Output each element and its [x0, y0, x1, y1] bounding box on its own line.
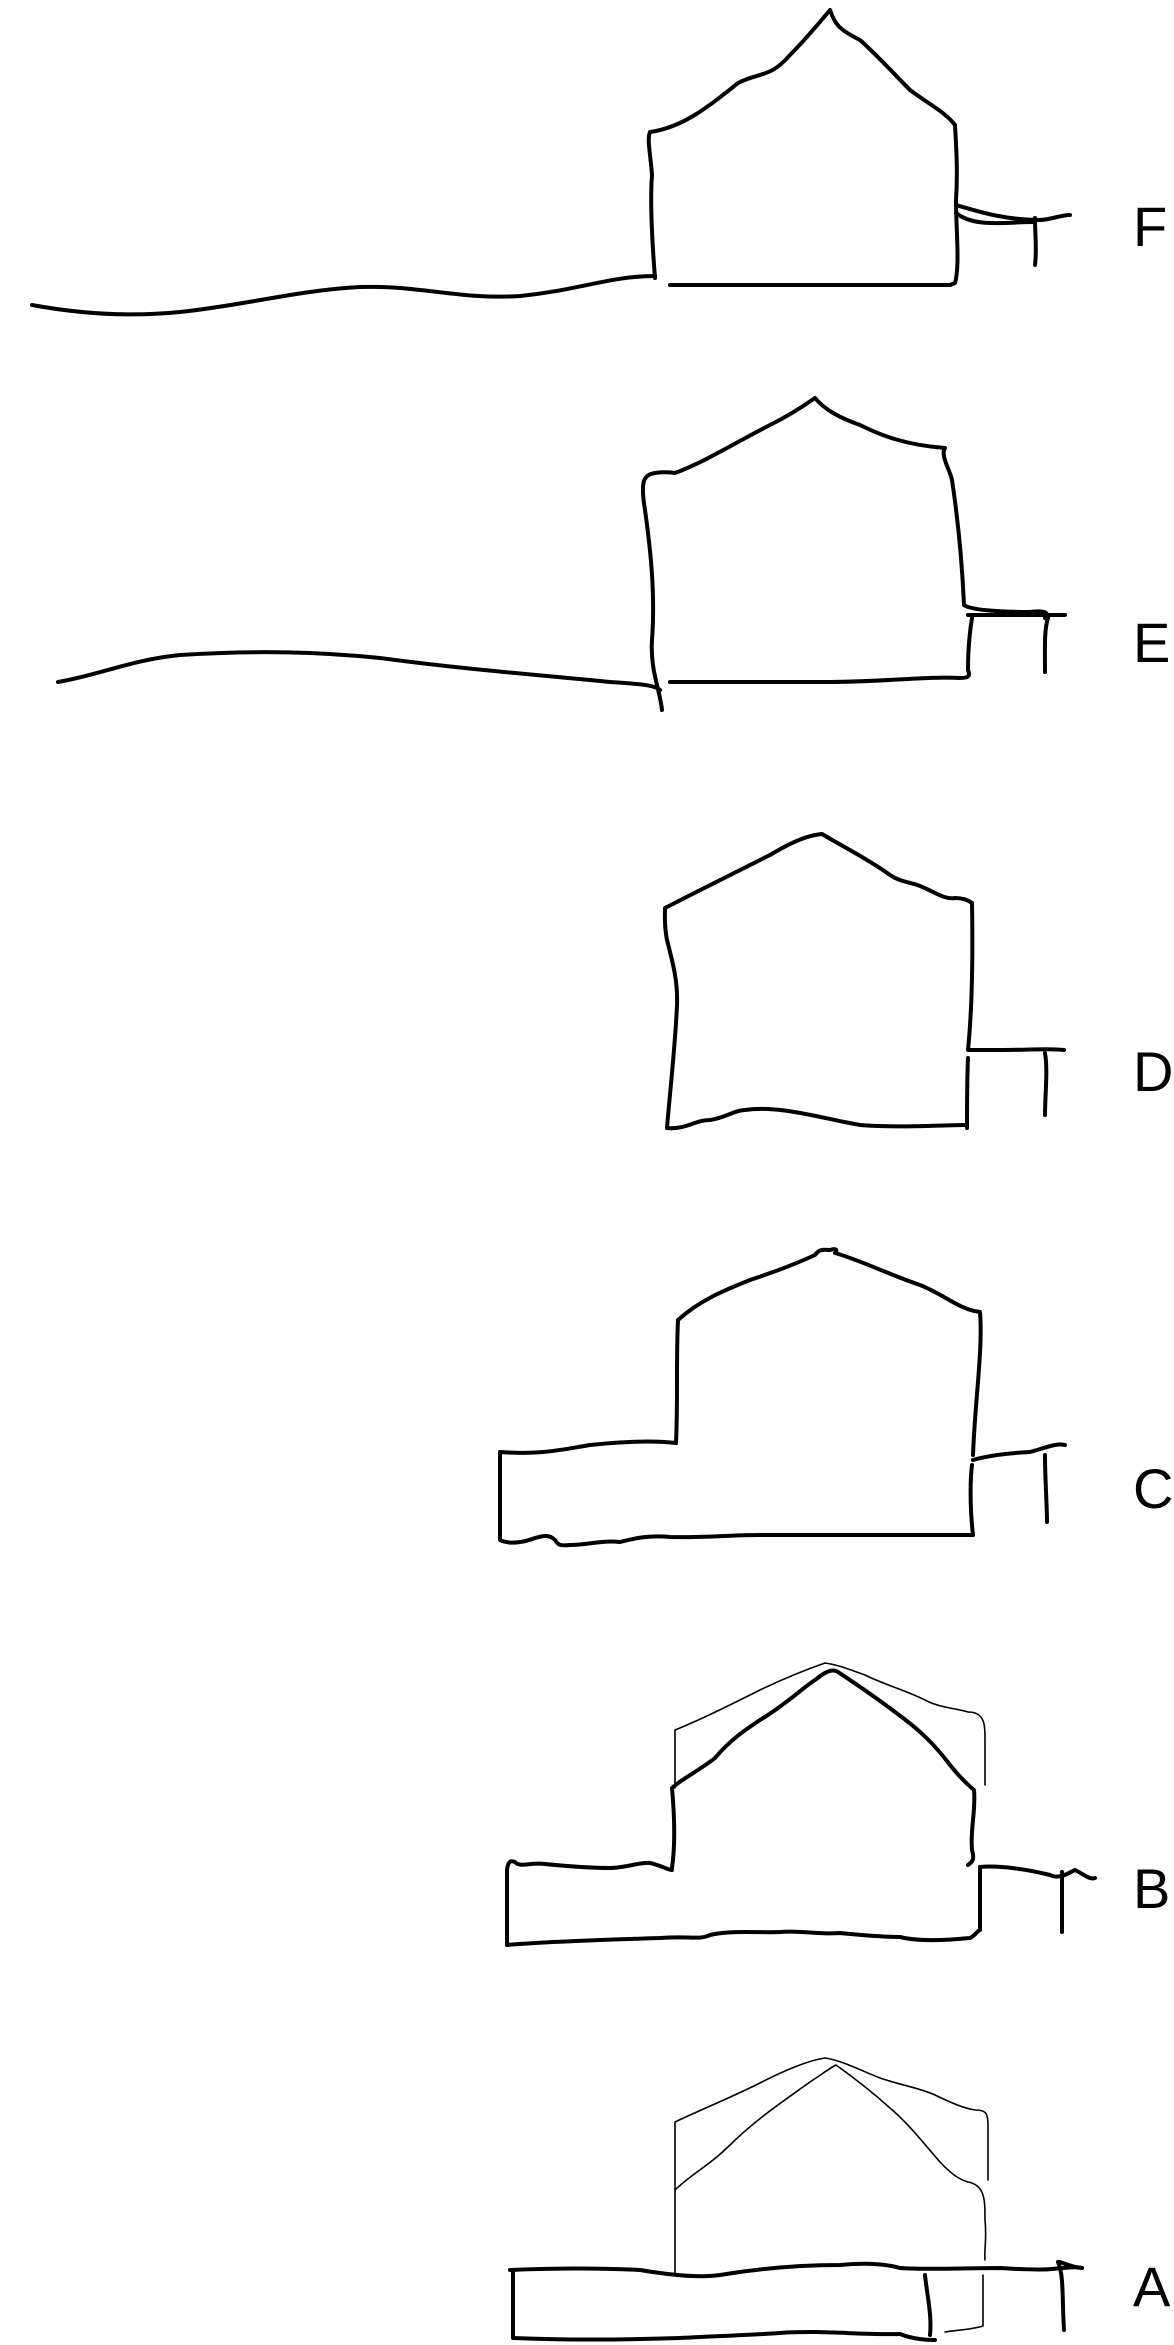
stage-a-post	[1056, 2260, 1066, 2332]
stage-a-sketch	[508, 2057, 1084, 2342]
stage-e-ground-line	[56, 650, 662, 692]
stage-a-bottom-edge	[898, 2332, 937, 2342]
stage-a-right-wall	[944, 2274, 984, 2333]
stage-c-annex	[498, 1439, 975, 1548]
stage-label-e: E	[1133, 611, 1170, 674]
stage-e-house-outline	[640, 396, 1049, 712]
stage-label-b: B	[1133, 1857, 1170, 1920]
stage-label-f: F	[1133, 195, 1167, 258]
stage-f-ground-line	[30, 274, 657, 317]
stage-c-sketch	[498, 1247, 1067, 1548]
stage-label-a: A	[1133, 2255, 1171, 2318]
stage-d-wall-lower	[965, 1056, 970, 1130]
stage-label-c: C	[1133, 1457, 1173, 1520]
stage-e-floor-line	[668, 616, 974, 684]
stage-b-porch	[978, 1864, 1097, 1881]
stage-a-inner-roof	[674, 2064, 987, 2261]
stage-a-porch	[1058, 2260, 1084, 2270]
stage-a-old-house-outline	[674, 2057, 989, 2276]
stage-d-house-outline	[662, 832, 1066, 1130]
stage-b-old-house-outline	[674, 1662, 986, 1789]
stage-f-sketch	[30, 8, 1072, 317]
stage-a-inner-wall	[923, 2273, 933, 2337]
stage-e-post	[1042, 616, 1050, 674]
stage-d-sketch	[662, 832, 1066, 1131]
stage-b-sketch	[505, 1662, 1097, 1947]
stage-c-post	[1043, 1453, 1049, 1524]
stage-e-sketch	[56, 396, 1067, 712]
stage-d-floor-line	[665, 1106, 969, 1131]
stage-d-post	[1043, 1051, 1049, 1117]
stage-f-porch	[954, 203, 1072, 222]
stage-c-wall-lower	[968, 1463, 975, 1537]
stage-a-foundation-box	[511, 2268, 902, 2342]
stage-c-house-outline	[674, 1247, 983, 1457]
stage-f-house-outline	[646, 8, 960, 287]
stage-f-porch-overlap	[954, 211, 1037, 226]
stage-b-new-house-outline	[670, 1668, 977, 1870]
stage-f-post	[1033, 216, 1038, 267]
stage-label-d: D	[1133, 1040, 1173, 1103]
stage-b-annex	[505, 1859, 982, 1947]
stage-c-porch	[971, 1442, 1067, 1462]
stage-a-foundation	[508, 2261, 1084, 2279]
